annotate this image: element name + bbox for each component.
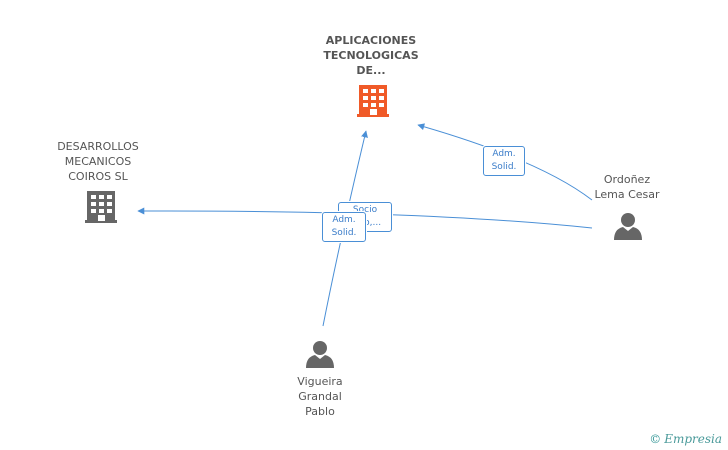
- footer-brand[interactable]: ©Empresia: [649, 432, 722, 446]
- tag-line: Adm.: [492, 149, 516, 159]
- tag-line: Adm.: [332, 215, 356, 225]
- label-line: TECNOLOGICAS: [323, 49, 419, 62]
- label-line: MECANICOS: [64, 155, 132, 168]
- label-line: COIROS SL: [68, 170, 128, 183]
- person-ordonez-label[interactable]: Ordoñez Lema Cesar: [577, 172, 677, 202]
- edge-ordonez-to-other: [137, 207, 593, 229]
- copyright-icon: ©: [649, 432, 662, 446]
- person-icon[interactable]: [306, 341, 334, 368]
- label-line: Pablo: [305, 405, 335, 418]
- label-line: Grandal: [298, 390, 342, 403]
- tag-line: Solid.: [491, 162, 517, 172]
- company-other-label[interactable]: DESARROLLOS MECANICOS COIROS SL: [45, 139, 151, 184]
- edge-tag[interactable]: Adm. Solid.: [322, 212, 366, 242]
- label-line: Lema Cesar: [594, 188, 660, 201]
- label-line: APLICACIONES: [325, 34, 417, 47]
- tag-line: Socio: [352, 205, 378, 215]
- label-line: DESARROLLOS: [57, 140, 139, 153]
- person-icon[interactable]: [614, 213, 642, 240]
- label-line: Ordoñez: [603, 173, 651, 186]
- label-line: Vigueira: [297, 375, 343, 388]
- company-main-label[interactable]: APLICACIONES TECNOLOGICAS DE...: [311, 33, 431, 78]
- building-icon[interactable]: [357, 85, 389, 117]
- brand-name: Empresia: [664, 432, 722, 446]
- person-vigueira-label[interactable]: Vigueira Grandal Pablo: [275, 374, 365, 419]
- edge-tag[interactable]: Adm. Solid.: [483, 146, 525, 176]
- tag-line: Solid.: [331, 228, 357, 238]
- label-line: DE...: [356, 64, 386, 77]
- building-icon[interactable]: [85, 191, 117, 223]
